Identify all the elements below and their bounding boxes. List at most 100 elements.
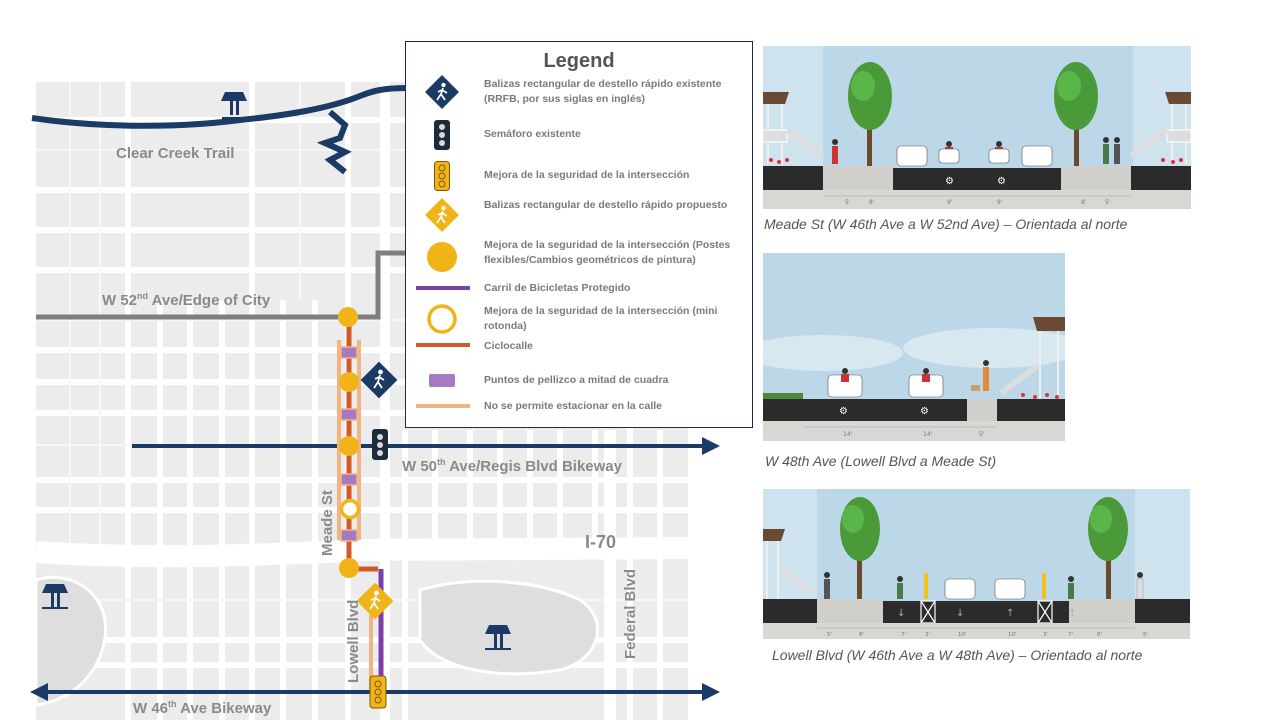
svg-text:5': 5' bbox=[1105, 199, 1111, 206]
lane-arrow-icon: ↓ ↓ ↑ ↑ bbox=[897, 608, 1076, 619]
legend-item: Balizas rectangular de destello rápido e… bbox=[406, 75, 752, 109]
w52-label: W 52nd Ave/Edge of City bbox=[102, 291, 271, 309]
legend-label: Mejora de la seguridad de la intersecció… bbox=[484, 169, 690, 181]
lane-dimensions: 5' 8' 7' 3' 10' 10' 3' 7' 8' 5' bbox=[827, 632, 1148, 638]
legend-label: Semáforo existente bbox=[484, 128, 581, 140]
protected-bike-lane-icon bbox=[416, 286, 470, 290]
svg-text:7': 7' bbox=[901, 632, 906, 638]
legend-item: Semáforo existente bbox=[406, 119, 752, 151]
cyclist-icon bbox=[988, 141, 1010, 164]
cyclist-icon bbox=[1068, 576, 1074, 599]
legend-panel: Legend Balizas rectangular de destello r… bbox=[405, 41, 753, 428]
tree-icon bbox=[840, 497, 880, 599]
intersection-improvement-map-icon bbox=[369, 675, 387, 709]
house-porch-right bbox=[1129, 92, 1191, 164]
sharrow-icon: ⚙ bbox=[839, 406, 848, 417]
w48-street-illustration: ⚙ ⚙ 14' 14' 5' bbox=[763, 253, 1065, 441]
svg-text:9': 9' bbox=[997, 199, 1003, 206]
lowell-blvd-label: Lowell Blvd bbox=[345, 599, 362, 683]
svg-text:10': 10' bbox=[958, 632, 967, 638]
legend-item: Balizas rectangular de destello rápido p… bbox=[406, 198, 752, 232]
sharrow-icon: ⚙ bbox=[945, 176, 954, 187]
legend-item: No se permite estacionar en la calle bbox=[406, 399, 752, 413]
svg-text:↓: ↓ bbox=[897, 608, 905, 619]
lake-east bbox=[418, 579, 599, 676]
meade-st-label: Meade St bbox=[319, 490, 336, 556]
svg-text:8': 8' bbox=[859, 632, 864, 638]
proposed-rrfb-icon bbox=[425, 198, 459, 232]
svg-text:↑: ↑ bbox=[1068, 608, 1076, 619]
svg-text:7': 7' bbox=[1068, 632, 1073, 638]
svg-text:5': 5' bbox=[845, 199, 851, 206]
existing-rrfb-map-icon bbox=[360, 361, 398, 399]
pedestrian-icon bbox=[832, 139, 838, 164]
i70-label: I-70 bbox=[585, 532, 617, 552]
federal-blvd-label: Federal Blvd bbox=[622, 568, 639, 659]
buffer-hatch bbox=[920, 600, 1053, 624]
picnic-table-icon-north bbox=[221, 92, 247, 119]
clear-creek-trail-label: Clear Creek Trail bbox=[116, 145, 235, 162]
w50-arrow-right-icon bbox=[702, 437, 720, 455]
svg-text:↑: ↑ bbox=[1006, 608, 1014, 619]
tree-icon bbox=[848, 62, 892, 166]
park-west bbox=[34, 575, 108, 707]
legend-item: Mejora de la seguridad de la intersecció… bbox=[406, 239, 752, 274]
flex-post-icon bbox=[924, 573, 1046, 599]
existing-signal-icon bbox=[434, 120, 450, 150]
legend-label: Carril de Bicicletas Protegido bbox=[484, 282, 631, 294]
svg-text:3': 3' bbox=[925, 632, 930, 638]
mini-roundabout-icon bbox=[427, 304, 457, 334]
midblock-pinch-icon bbox=[429, 373, 455, 387]
tree-icon bbox=[1054, 62, 1098, 166]
no-parking-icon bbox=[416, 404, 470, 408]
proposed-rrfb-map-icon bbox=[356, 582, 394, 620]
sharrow-icon: ⚙ bbox=[997, 176, 1006, 187]
existing-rrfb-icon bbox=[425, 75, 459, 109]
cross-section-meade-st: ⚙ ⚙ 5' 8' 9' 9' 8' 5' bbox=[763, 46, 1191, 209]
car-icon bbox=[827, 368, 863, 398]
legend-title: Legend bbox=[543, 50, 615, 72]
pedestrian-icon bbox=[971, 360, 989, 391]
tree-icon bbox=[1088, 497, 1128, 599]
svg-text:5': 5' bbox=[979, 431, 985, 438]
svg-text:14': 14' bbox=[923, 431, 933, 438]
house-porch-left bbox=[763, 529, 815, 599]
svg-text:10': 10' bbox=[1008, 632, 1017, 638]
house-porch-left bbox=[763, 92, 825, 164]
intersection-dots bbox=[338, 307, 359, 578]
picnic-table-icon-east bbox=[485, 625, 511, 650]
svg-text:8': 8' bbox=[1097, 632, 1102, 638]
meade-street-illustration: ⚙ ⚙ 5' 8' 9' 9' 8' 5' bbox=[763, 46, 1191, 209]
lowell-street-illustration: ↓ ↓ ↑ ↑ 5' 8' 7' 3' 10' 10' 3' 7' 8' 5' bbox=[763, 489, 1190, 639]
bike-boulevard-icon bbox=[416, 343, 470, 347]
pinch-points bbox=[340, 346, 358, 542]
legend-item: Ciclocalle bbox=[406, 338, 752, 352]
i70-highway bbox=[35, 537, 689, 568]
flex-posts-icon bbox=[427, 242, 457, 272]
w46-arrow-left-icon bbox=[30, 683, 48, 701]
svg-text:3': 3' bbox=[1043, 632, 1048, 638]
pedestrian-icon bbox=[824, 572, 830, 599]
cross-section-w48th-ave: ⚙ ⚙ 14' 14' 5' bbox=[763, 253, 1065, 441]
mini-roundabout-icon bbox=[339, 498, 361, 520]
legend-item: Mejora de la seguridad de la intersecció… bbox=[406, 160, 752, 192]
trail-spur bbox=[316, 109, 352, 175]
legend-item: Puntos de pellizco a mitad de cuadra bbox=[406, 372, 752, 388]
pedestrian-icon bbox=[1103, 137, 1120, 164]
w52-edge-of-city-line bbox=[36, 250, 408, 320]
picnic-table-icon-west bbox=[42, 584, 68, 609]
svg-text:5': 5' bbox=[827, 632, 832, 638]
caption-meade-st: Meade St (W 46th Ave a W 52nd Ave) – Ori… bbox=[764, 216, 1128, 232]
w46-arrow-right-icon bbox=[702, 683, 720, 701]
street-grid bbox=[36, 82, 688, 720]
car-icon bbox=[896, 145, 1053, 167]
legend-label: Puntos de pellizco a mitad de cuadra bbox=[484, 374, 669, 386]
legend-label: Balizas rectangular de destello rápido p… bbox=[484, 199, 728, 211]
existing-signal-map-icon bbox=[372, 429, 388, 460]
legend-label: Balizas rectangular de destello rápido e… bbox=[484, 78, 722, 105]
svg-text:↓: ↓ bbox=[956, 608, 964, 619]
cross-section-lowell-blvd: ↓ ↓ ↑ ↑ 5' 8' 7' 3' 10' 10' 3' 7' 8' 5' bbox=[763, 489, 1190, 639]
lane-dimensions: 5' 8' 9' 9' 8' 5' bbox=[845, 199, 1111, 206]
legend-label: Mejora de la seguridad de la intersecció… bbox=[484, 305, 718, 332]
w46-label: W 46th Ave Bikeway bbox=[133, 699, 272, 717]
